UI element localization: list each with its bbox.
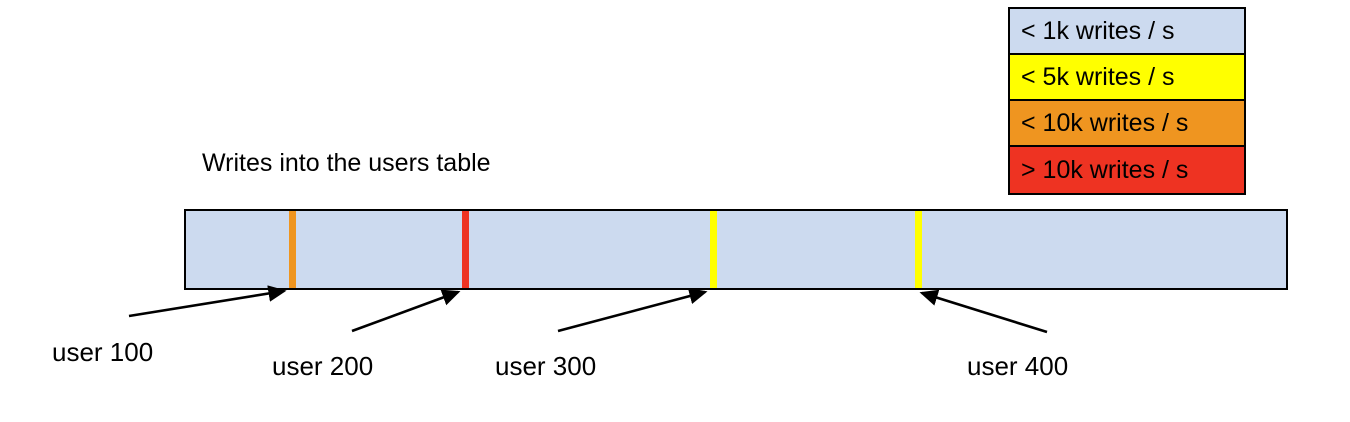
legend-label-lt-10k: < 10k writes / s [1021, 108, 1189, 137]
user-300-stripe [710, 211, 717, 288]
legend-label-gt-10k: > 10k writes / s [1021, 155, 1189, 184]
user-200-label: user 200 [272, 351, 374, 381]
legend: < 1k writes / s < 5k writes / s < 10k wr… [1008, 7, 1246, 195]
user-400-label: user 400 [967, 351, 1069, 381]
legend-row-lt-5k: < 5k writes / s [1010, 55, 1244, 101]
legend-row-gt-10k: > 10k writes / s [1010, 147, 1244, 193]
user-200-stripe [462, 211, 469, 288]
user-100-stripe [289, 211, 296, 288]
legend-label-lt-5k: < 5k writes / s [1021, 62, 1175, 91]
chart-title: Writes into the users table [202, 149, 491, 177]
legend-label-lt-1k: < 1k writes / s [1021, 16, 1175, 45]
user-200-arrow [351, 289, 461, 333]
user-100-label: user 100 [52, 337, 154, 367]
user-300-label: user 300 [495, 351, 597, 381]
users-table-bar [184, 209, 1288, 290]
user-100-arrow [128, 285, 287, 318]
user-400-stripe [915, 211, 922, 288]
legend-row-lt-1k: < 1k writes / s [1010, 9, 1244, 55]
user-300-arrow [557, 287, 708, 333]
user-400-arrow [919, 289, 1048, 334]
legend-row-lt-10k: < 10k writes / s [1010, 101, 1244, 147]
